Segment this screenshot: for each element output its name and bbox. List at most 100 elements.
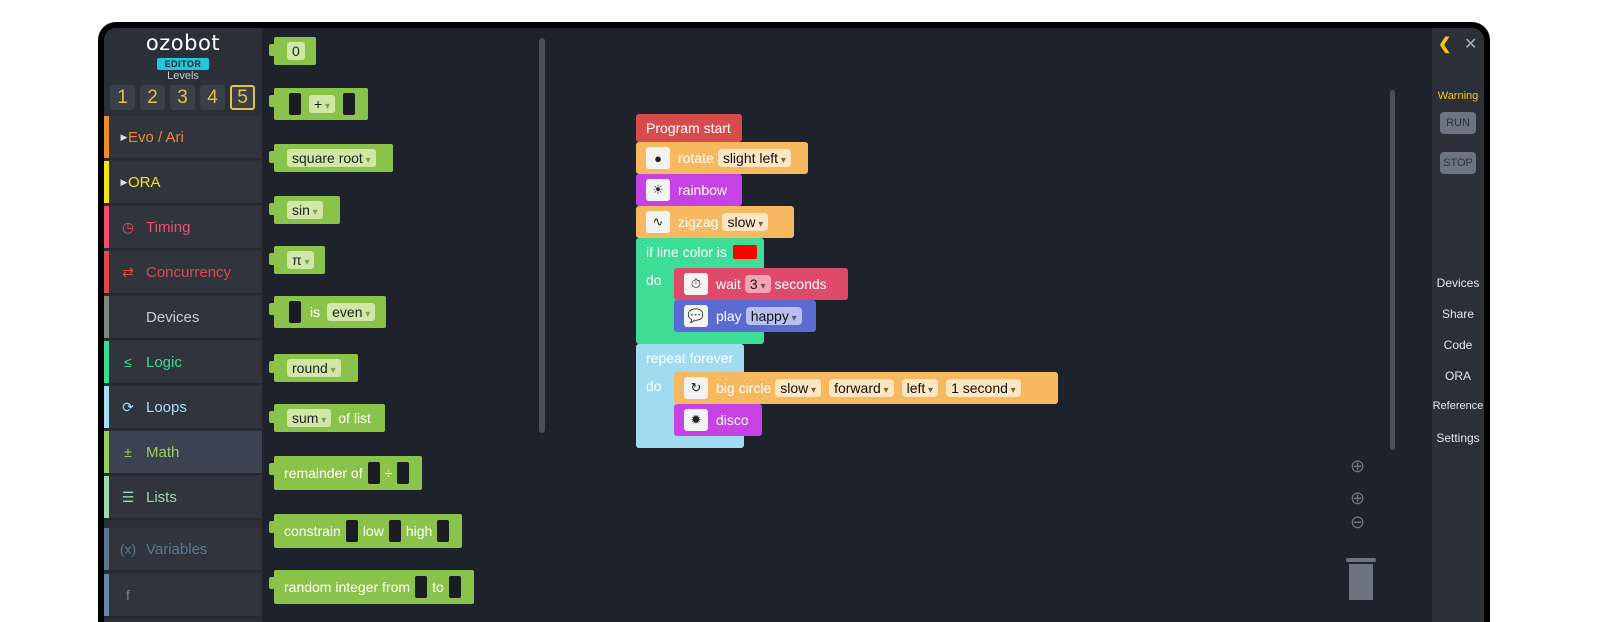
category-color-bar (104, 251, 109, 293)
random-integer-block[interactable]: random integer from to (269, 570, 474, 604)
category-color-bar (104, 161, 109, 203)
list-sum-block[interactable]: sum of list (269, 404, 385, 432)
category-label: Loops (146, 398, 187, 416)
zoom-out-icon[interactable]: ⊖ (1350, 512, 1366, 532)
square-root-block[interactable]: square root (269, 144, 393, 172)
flyout-scrollbar[interactable] (539, 38, 545, 433)
ora-link[interactable]: ORA (1444, 369, 1471, 383)
list-op-dropdown[interactable]: sum (287, 409, 332, 427)
editor-app: ozobot EDITOR Levels 1 2 3 4 5 ▶ Evo / A… (104, 28, 1484, 622)
play-dropdown[interactable]: happy (745, 307, 802, 325)
of-list-label: of list (338, 410, 371, 426)
constant-block[interactable]: π (268, 246, 326, 274)
input-slot (343, 93, 355, 115)
levels-label: Levels (167, 70, 199, 82)
chevron-left-icon[interactable]: ❮ (1438, 36, 1452, 53)
level-4-button[interactable]: 4 (200, 85, 225, 110)
workspace-scrollbar[interactable] (1390, 90, 1395, 450)
level-1-button[interactable]: 1 (110, 85, 135, 110)
function-icon: f (126, 587, 130, 603)
play-label: play (716, 308, 742, 324)
category-logic[interactable]: ≤ Logic (104, 341, 262, 385)
round-block[interactable]: round (269, 354, 358, 382)
wait-dropdown[interactable]: 3 (744, 275, 771, 293)
code-link[interactable]: Code (1443, 338, 1473, 352)
category-math[interactable]: ± Math (104, 431, 262, 475)
category-label: Devices (146, 308, 200, 326)
arithmetic-block[interactable]: + (269, 88, 368, 120)
number-property-block[interactable]: is even (268, 296, 387, 328)
rotate-dropdown[interactable]: slight left (717, 149, 791, 167)
triangle-right-icon: ▶ (120, 176, 128, 187)
operator-dropdown[interactable]: + (309, 95, 335, 113)
program-start-label: Program start (646, 120, 731, 136)
big-circle-block[interactable]: ↻ big circle slow forward left 1 second (674, 372, 1058, 404)
category-label: Variables (146, 540, 208, 558)
reference-link[interactable]: Reference (1432, 400, 1484, 412)
input-slot (289, 301, 301, 323)
duration-dropdown[interactable]: 1 second (946, 379, 1021, 397)
property-dropdown[interactable]: even (327, 303, 376, 321)
variable-icon: (x) (119, 541, 137, 557)
category-label: Concurrency (146, 263, 232, 281)
category-label: Math (146, 443, 180, 461)
settings-link[interactable]: Settings (1436, 431, 1480, 445)
play-block[interactable]: 💬 play happy (674, 300, 816, 332)
rainbow-block[interactable]: ☀ rainbow (636, 174, 742, 206)
number-field[interactable]: 0 (287, 42, 305, 60)
zigzag-label: zigzag (678, 214, 719, 230)
code-workspace[interactable]: Program start ● rotate slight left ☀ rai… (550, 28, 1432, 622)
logic-compare-icon: ≤ (124, 354, 132, 370)
do-label: do (646, 378, 662, 394)
category-evo-ari[interactable]: ▶ Evo / Ari (104, 116, 262, 160)
close-icon[interactable]: ✕ (1464, 36, 1478, 53)
clock-icon: ◷ (121, 218, 135, 235)
direction-dropdown[interactable]: forward (829, 379, 894, 397)
level-selector: 1 2 3 4 5 (110, 85, 255, 110)
category-concurrency[interactable]: ⇄ Concurrency (104, 251, 262, 295)
rotate-icon: ● (646, 147, 670, 169)
device-frame: ozobot EDITOR Levels 1 2 3 4 5 ▶ Evo / A… (98, 22, 1490, 622)
devices-link[interactable]: Devices (1436, 276, 1480, 290)
wait-block[interactable]: ⏱ wait 3 seconds (674, 268, 848, 300)
category-label: Logic (146, 353, 182, 371)
big-circle-label: big circle (716, 380, 772, 396)
category-loops[interactable]: ⟳ Loops (104, 386, 262, 430)
zigzag-block[interactable]: ∿ zigzag slow (636, 206, 794, 238)
rainbow-label: rainbow (678, 182, 728, 198)
share-link[interactable]: Share (1441, 307, 1475, 321)
category-variables[interactable]: (x) Variables (104, 528, 262, 572)
program-start-block[interactable]: Program start (636, 114, 742, 142)
category-ora[interactable]: ▶ ORA (104, 161, 262, 205)
level-3-button[interactable]: 3 (170, 85, 195, 110)
category-devices[interactable]: Devices (104, 296, 262, 340)
function-dropdown[interactable]: square root (287, 149, 376, 167)
level-5-button[interactable]: 5 (230, 85, 255, 110)
remainder-block[interactable]: remainder of ÷ (268, 456, 423, 490)
level-2-button[interactable]: 2 (140, 85, 165, 110)
number-block[interactable]: 0 (269, 37, 316, 65)
category-timing[interactable]: ◷ Timing (104, 206, 262, 250)
category-label: Timing (146, 218, 191, 236)
constant-dropdown[interactable]: π (287, 251, 315, 269)
rotate-block[interactable]: ● rotate slight left (636, 142, 808, 174)
category-label: ORA (128, 173, 161, 191)
side-dropdown[interactable]: left (901, 379, 939, 397)
trig-block[interactable]: sin (269, 196, 340, 224)
speed-dropdown[interactable]: slow (775, 379, 822, 397)
line-color-swatch[interactable] (732, 245, 757, 259)
round-dropdown[interactable]: round (287, 359, 341, 377)
run-button[interactable]: RUN (1440, 112, 1476, 134)
category-lists[interactable]: ☰ Lists (104, 476, 262, 520)
trash-icon[interactable] (1346, 558, 1376, 600)
constrain-block[interactable]: constrain low high (268, 514, 463, 548)
zoom-in-icon[interactable]: ⊕ (1350, 488, 1366, 508)
recenter-icon[interactable]: ⊕ (1350, 456, 1366, 476)
disco-block[interactable]: ✹ disco (674, 404, 762, 436)
stop-button[interactable]: STOP (1440, 152, 1476, 174)
category-color-bar (104, 386, 109, 428)
trig-dropdown[interactable]: sin (287, 201, 323, 219)
category-functions[interactable]: f (104, 574, 262, 618)
zigzag-dropdown[interactable]: slow (722, 213, 769, 231)
rainbow-icon: ☀ (646, 179, 670, 201)
